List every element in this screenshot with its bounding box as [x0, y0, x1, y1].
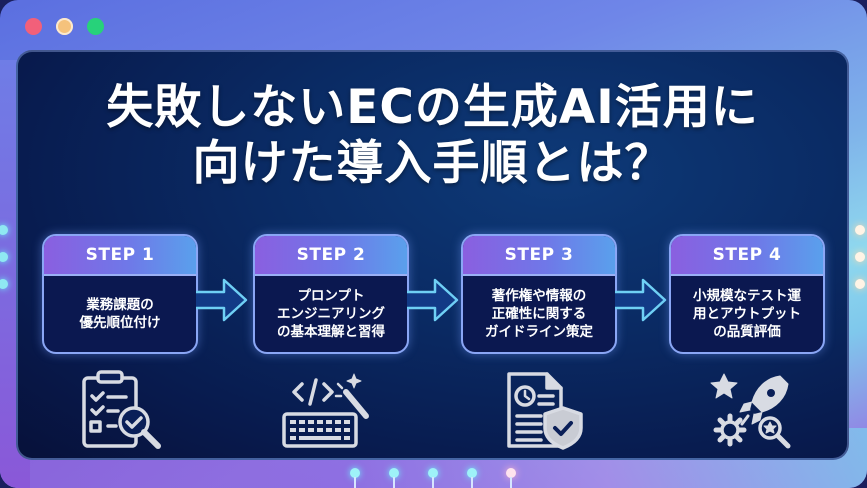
left-decor-lights: [0, 225, 8, 289]
decor-light: [350, 468, 360, 488]
step-card-4: STEP 4 小規模なテスト運 用とアウトプット の品質評価: [669, 234, 825, 354]
decor-light: [428, 468, 438, 488]
step-card-1: STEP 1 業務課題の 優先順位付け: [42, 234, 198, 354]
content-panel: 失敗しないECの生成AI活用に 向けた導入手順とは？ STEP 1 業務課題の …: [16, 50, 849, 460]
decor-light: [855, 225, 865, 235]
title-line-1: 失敗しないECの生成AI活用に: [106, 80, 759, 135]
star-rocket-gear-search-icon: [710, 373, 791, 449]
close-button[interactable]: [25, 18, 42, 35]
step-text: プロンプト エンジニアリング の基本理解と習得: [277, 288, 385, 340]
maximize-button[interactable]: [87, 18, 104, 35]
decor-light: [389, 468, 399, 488]
decor-light: [0, 252, 8, 262]
step-label: STEP 2: [255, 236, 407, 276]
arrow-right-icon: [407, 278, 459, 322]
document-shield-check-icon: [507, 372, 583, 450]
step-text: 著作権や情報の 正確性に関する ガイドライン策定: [485, 288, 593, 340]
right-decor-lights: [855, 225, 865, 289]
clipboard-checklist-search-icon: [82, 370, 161, 449]
decor-light: [467, 468, 477, 488]
step-card-3: STEP 3 著作権や情報の 正確性に関する ガイドライン策定: [461, 234, 617, 354]
decor-light: [855, 252, 865, 262]
arrow-right-icon: [196, 278, 248, 322]
minimize-button[interactable]: [56, 18, 73, 35]
decor-light: [855, 279, 865, 289]
step-label: STEP 1: [44, 236, 196, 276]
decor-light: [0, 225, 8, 235]
decor-light: [506, 468, 516, 488]
title-line-2: 向けた導入手順とは？: [192, 136, 673, 191]
code-keyboard-magic-wand-icon: [282, 373, 369, 448]
arrow-right-icon: [615, 278, 667, 322]
decor-light: [0, 279, 8, 289]
step-text: 業務課題の 優先順位付け: [79, 297, 161, 331]
step-text: 小規模なテスト運 用とアウトプット の品質評価: [693, 288, 801, 340]
window-controls: [25, 18, 104, 35]
page-title: 失敗しないECの生成AI活用に 向けた導入手順とは？: [18, 80, 847, 192]
bottom-decor-lights: [350, 468, 516, 488]
step-label: STEP 3: [463, 236, 615, 276]
step-label: STEP 4: [671, 236, 823, 276]
step-card-2: STEP 2 プロンプト エンジニアリング の基本理解と習得: [253, 234, 409, 354]
